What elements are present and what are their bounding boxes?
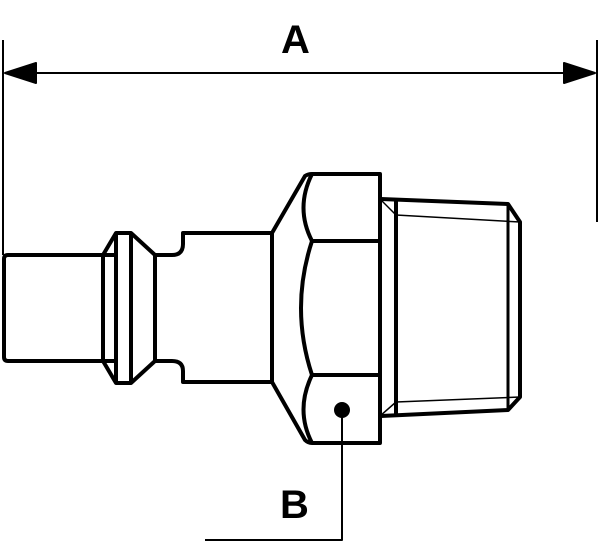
- arrow-right-icon: [563, 62, 596, 84]
- thread: [378, 197, 522, 418]
- arrow-left-icon: [4, 62, 37, 84]
- nipple-body: [101, 231, 274, 385]
- dimension-label-a: A: [281, 18, 310, 62]
- hex-nut: [270, 172, 382, 445]
- dimension-a: [2, 40, 598, 255]
- thread-lines: [379, 198, 521, 417]
- leader-b: [205, 402, 350, 541]
- callout-label-b: B: [280, 483, 309, 527]
- plug-body: [2, 172, 522, 445]
- nipple-tip: [2, 253, 116, 363]
